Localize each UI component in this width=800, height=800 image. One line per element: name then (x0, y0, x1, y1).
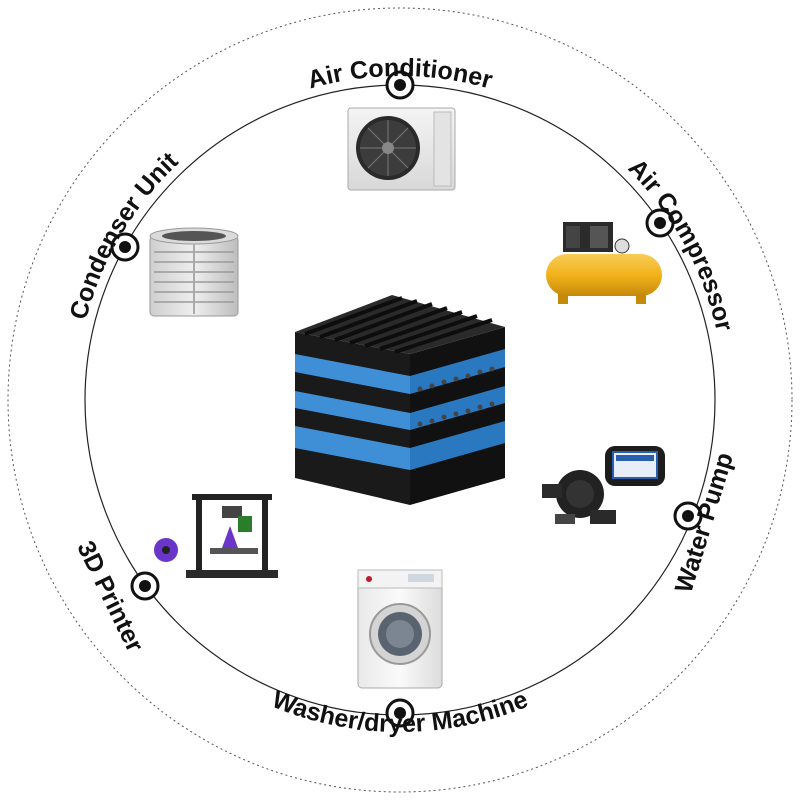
water-pump-icon (542, 446, 665, 524)
ring-marker-water-pump (673, 501, 703, 531)
outer-dotted-ring (7, 7, 793, 793)
washing-machine-icon (357, 569, 443, 689)
label-air-compressor: Air Compressor (623, 153, 739, 333)
ring-marker-washer-dryer (385, 698, 415, 728)
air-conditioner-unit-icon (347, 107, 456, 191)
ring-marker-condenser-unit (110, 232, 140, 262)
ring-marker-air-conditioner (385, 70, 415, 100)
anti-vibration-pad-stack-icon (295, 295, 505, 505)
air-compressor-icon (546, 222, 662, 304)
3d-printer-icon (154, 494, 278, 578)
label-washer-dryer: Washer/dryer Machine (268, 685, 531, 738)
condenser-unit-icon (149, 227, 239, 317)
ring-marker-air-compressor (645, 208, 675, 238)
ring-marker-3d-printer (130, 571, 160, 601)
